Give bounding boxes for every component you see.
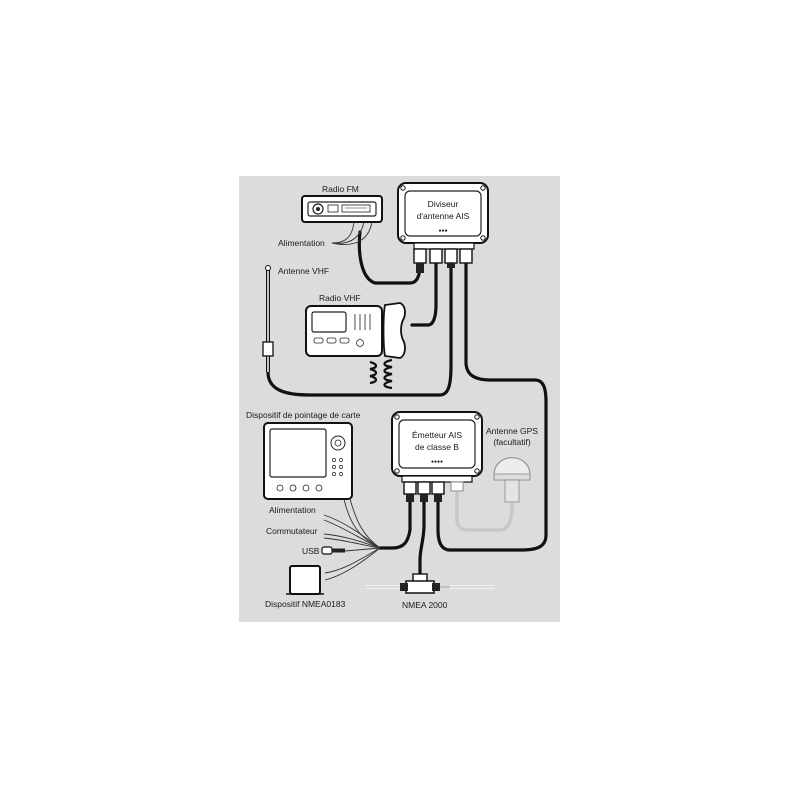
radio-vhf-label: Radio VHF [319,293,361,303]
nmea0183-device [286,565,324,595]
splitter-connectors [413,248,473,273]
chartplotter-label: Dispositif de pointage de carte [246,410,361,420]
splitter-label-line1: Diviseur [428,199,459,209]
alimentation-top-label: Alimentation [278,238,325,248]
vhf-antenna [262,265,274,372]
fm-radio [301,195,383,223]
cable-gps-antenna [455,488,514,532]
fm-power-wires [331,221,373,245]
splitter-dots: ●●● [438,228,447,234]
commutateur-label: Commutateur [266,526,318,536]
vhf-radio [305,302,406,390]
cable-splitter-to-transmitter [436,260,548,552]
nmea2000-label: NMEA 2000 [402,600,448,610]
radio-fm-label: Radio FM [322,184,359,194]
gps-label-line2: (facultatif) [493,437,530,447]
gps-label-line1: Antenne GPS [486,426,538,436]
cable-vhf-antenna [266,260,453,397]
transmitter-label-line2: de classe B [415,442,459,452]
alimentation-bottom-label: Alimentation [269,505,316,515]
ais-class-b-transmitter [391,411,483,483]
transmitter-connectors [403,481,464,502]
nmea0183-label: Dispositif NMEA0183 [265,599,346,609]
splitter-label-line2: d'antenne AIS [417,211,470,221]
antenne-vhf-label: Antenne VHF [278,266,329,276]
chartplotter-device [263,422,353,500]
chartplotter-wiring-fan [321,498,381,581]
nmea2000-tee-connector [400,573,440,594]
ais-antenna-splitter [397,182,489,250]
gps-antenna [493,457,531,503]
transmitter-dots: ●●●● [431,459,443,465]
cable-chartplotter-to-transmitter [378,498,412,550]
cable-nmea2000-drop [418,498,426,577]
usb-label: USB [302,546,320,556]
cable-vhf-radio [410,260,438,327]
transmitter-label-line1: Émetteur AIS [412,430,462,440]
